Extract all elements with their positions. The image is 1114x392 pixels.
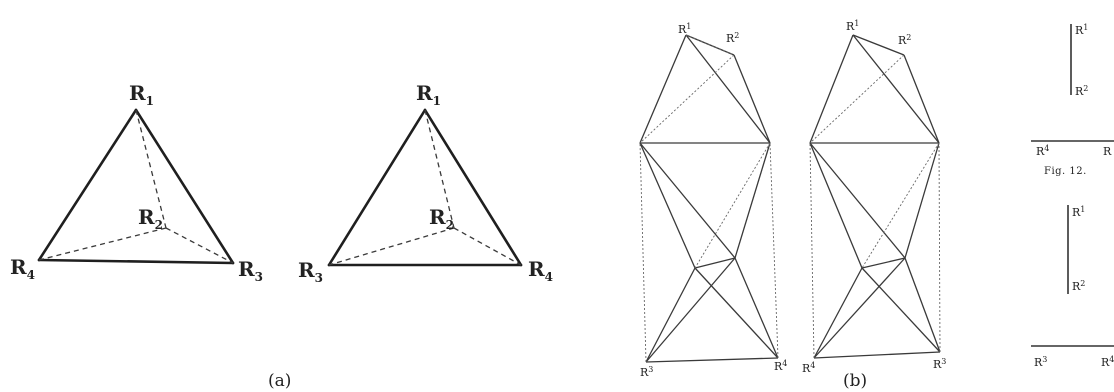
edge bbox=[639, 34, 687, 144]
vertex-label-middle: R2 bbox=[429, 205, 454, 232]
edge-hidden-right bbox=[453, 227, 522, 266]
segment-label-v1-bottom: R2 bbox=[1075, 84, 1088, 98]
edge bbox=[639, 142, 736, 259]
panel-a-caption: (a) bbox=[268, 371, 291, 391]
tetrahedron-right: R1 R2 R3 R4 bbox=[298, 81, 553, 285]
edge bbox=[734, 257, 779, 359]
segment-label-h1-left: R4 bbox=[1036, 144, 1049, 158]
edge-bottom bbox=[37, 258, 235, 265]
edge-hidden-top bbox=[424, 109, 455, 229]
net-figure-2: R1 R2 R4 R3 bbox=[802, 19, 946, 375]
edge-top-left bbox=[327, 108, 427, 267]
edge bbox=[645, 257, 736, 363]
edge bbox=[903, 54, 940, 144]
edge-dotted bbox=[685, 34, 735, 56]
edge-top-left bbox=[37, 108, 138, 262]
edge bbox=[904, 142, 940, 259]
edge-dotted bbox=[694, 142, 771, 269]
segment-label-h1-right: R bbox=[1103, 145, 1112, 158]
edge-hidden-left bbox=[328, 227, 455, 266]
panel-b-caption: (b) bbox=[843, 371, 867, 391]
edge-top-right bbox=[423, 108, 523, 267]
edge-dotted bbox=[639, 54, 735, 144]
vertex-label-right: R4 bbox=[528, 257, 553, 284]
segment-label-h2-left: R3 bbox=[1034, 355, 1047, 369]
vertex-label-bottom-left: R3 bbox=[640, 365, 653, 379]
edge-dotted bbox=[809, 142, 815, 359]
edge bbox=[694, 257, 736, 269]
edge-hidden-top bbox=[135, 109, 167, 229]
edge bbox=[861, 257, 906, 269]
edge bbox=[645, 267, 696, 363]
edge-hidden-left bbox=[38, 227, 167, 261]
edge-dotted bbox=[861, 142, 940, 269]
figure-caption-fig12: Fig. 12. bbox=[1044, 166, 1087, 177]
vertex-label-top-left: R1 bbox=[678, 22, 691, 36]
tetrahedron-left: R1 R2 R4 R3 bbox=[10, 81, 263, 284]
edge-dotted bbox=[639, 142, 647, 363]
edge bbox=[685, 34, 771, 144]
vertex-label-top: R1 bbox=[129, 81, 154, 108]
panel-a: R1 R2 R4 R3 R1 R2 bbox=[10, 81, 553, 391]
edge bbox=[809, 142, 906, 259]
edge bbox=[639, 142, 696, 269]
edge bbox=[813, 257, 906, 359]
vertex-label-left: R3 bbox=[298, 258, 323, 285]
segment-label-v2-bottom: R2 bbox=[1072, 279, 1085, 293]
vertex-label-right: R3 bbox=[238, 257, 263, 284]
vertex-label-bottom-left: R4 bbox=[802, 361, 815, 375]
segment-label-h2-right: R4 bbox=[1101, 355, 1114, 369]
segment-label-v1-top: R1 bbox=[1075, 23, 1088, 37]
edge bbox=[645, 357, 779, 363]
vertex-label-top-right: R2 bbox=[898, 33, 911, 47]
edge bbox=[861, 267, 941, 353]
segment-label-v2-top: R1 bbox=[1072, 205, 1085, 219]
vertex-label-top-right: R2 bbox=[726, 31, 739, 45]
edge bbox=[813, 351, 941, 359]
fig12-fragment: R1 R2 R4 R Fig. 12. R1 R2 R3 bbox=[1031, 23, 1114, 369]
vertex-label-left: R4 bbox=[10, 255, 35, 282]
edge bbox=[733, 54, 771, 144]
edge bbox=[813, 267, 863, 359]
edge bbox=[852, 34, 940, 144]
vertex-label-bottom-right: R4 bbox=[774, 359, 787, 373]
vertex-label-top-left: R1 bbox=[846, 19, 859, 33]
edge bbox=[809, 34, 854, 144]
edge bbox=[809, 142, 863, 269]
vertex-label-top: R1 bbox=[416, 81, 441, 108]
edge bbox=[694, 267, 779, 359]
vertex-label-bottom-right: R3 bbox=[933, 357, 946, 371]
net-figure-1: R1 R2 R3 R4 bbox=[639, 22, 787, 379]
panel-b: R1 R2 R3 R4 bbox=[639, 19, 1114, 391]
edge bbox=[734, 142, 771, 259]
edge-dotted bbox=[769, 142, 779, 359]
vertex-label-middle: R2 bbox=[138, 205, 163, 232]
edge bbox=[904, 257, 941, 353]
edge-top-right bbox=[134, 108, 235, 265]
edge-dotted bbox=[809, 54, 905, 144]
edge-dotted bbox=[938, 142, 941, 353]
edge-hidden-right bbox=[165, 227, 234, 264]
edge bbox=[852, 34, 905, 56]
